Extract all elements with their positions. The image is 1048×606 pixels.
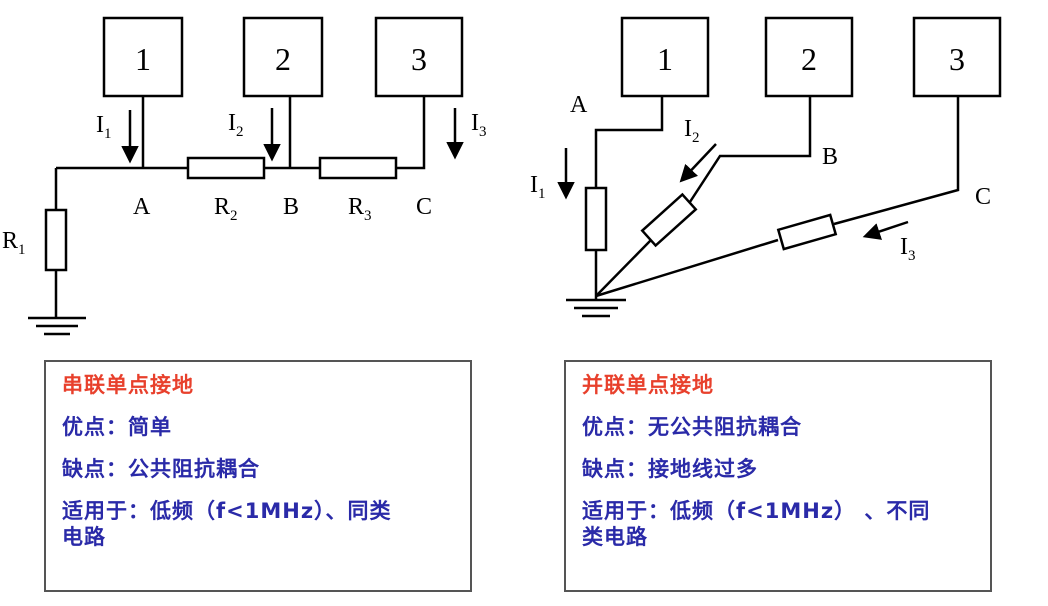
series-box-3-label: 3 <box>411 41 427 77</box>
series-box-3 <box>374 16 464 98</box>
series-box-1 <box>102 16 184 98</box>
parallel-resistor-a <box>584 186 608 252</box>
parallel-info-box: 并联单点接地 优点：无公共阻抗耦合 缺点：接地线过多 适用于：低频（f<1MHz… <box>564 360 992 592</box>
parallel-labels: 1 2 3 <box>657 41 965 77</box>
series-labels: 1 2 3 <box>135 41 427 77</box>
parallel-info-pros: 优点：无公共阻抗耦合 <box>582 415 802 439</box>
parallel-wire-b <box>595 96 812 297</box>
series-box-1-label: 1 <box>135 41 151 77</box>
parallel-node-labels: A B C <box>570 92 991 210</box>
series-current-i1: I1 <box>96 112 112 142</box>
parallel-resistor-b <box>640 192 698 248</box>
series-info-box: 串联单点接地 优点：简单 缺点：公共阻抗耦合 适用于：低频（f<1MHz）、同类… <box>44 360 472 592</box>
series-wire <box>54 96 426 318</box>
parallel-current-i2: I2 <box>684 116 700 146</box>
parallel-box-1-label: 1 <box>657 41 673 77</box>
series-circuit <box>28 16 464 336</box>
parallel-wire-c <box>595 96 960 298</box>
parallel-info-title: 并联单点接地 <box>582 373 714 397</box>
parallel-info-usage-1: 适用于：低频（f<1MHz） 、不同 <box>582 499 931 523</box>
parallel-box-2-label: 2 <box>801 41 817 77</box>
parallel-info-cons: 缺点：接地线过多 <box>582 457 758 481</box>
series-info-usage-2: 电路 <box>62 525 106 549</box>
series-node-b: B <box>283 194 299 220</box>
parallel-current-i3: I3 <box>900 234 916 264</box>
series-box-2-label: 2 <box>275 41 291 77</box>
parallel-ground-icon <box>566 296 626 318</box>
series-resistor-r1-label: R1 <box>2 228 26 258</box>
parallel-node-c: C <box>975 184 991 210</box>
series-node-a: A <box>133 194 151 220</box>
parallel-box-2 <box>764 16 854 98</box>
parallel-wire-a <box>594 96 664 296</box>
resistor-r3 <box>318 156 398 180</box>
parallel-node-a: A <box>570 92 588 118</box>
parallel-box-3 <box>912 16 1002 98</box>
resistor-r1 <box>44 208 68 272</box>
parallel-resistor-c <box>776 213 838 251</box>
series-node-labels: A B C <box>133 194 432 220</box>
series-ground-icon <box>28 316 86 336</box>
parallel-current-i1: I1 <box>530 172 546 202</box>
series-resistor-r3-label: R3 <box>348 194 372 224</box>
series-current-i3: I3 <box>471 110 487 140</box>
parallel-current-labels: I1 I2 I3 <box>530 116 916 264</box>
series-resistor-labels: R1 R2 R3 <box>2 194 372 258</box>
parallel-circuit <box>557 16 1002 318</box>
parallel-info-usage-2: 类电路 <box>582 525 648 549</box>
series-current-i2: I2 <box>228 110 244 140</box>
parallel-current-arrow-3 <box>862 220 909 240</box>
series-current-labels: I1 I2 I3 <box>96 110 487 142</box>
series-node-c: C <box>416 194 432 220</box>
series-info-usage-1: 适用于：低频（f<1MHz）、同类 <box>62 499 392 523</box>
parallel-node-b: B <box>822 144 838 170</box>
parallel-box-3-label: 3 <box>949 41 965 77</box>
series-info-cons: 缺点：公共阻抗耦合 <box>62 457 260 481</box>
series-box-2 <box>242 16 324 98</box>
series-resistor-r2-label: R2 <box>214 194 238 224</box>
series-info-pros: 优点：简单 <box>62 415 172 439</box>
parallel-box-1 <box>620 16 710 98</box>
resistor-r2 <box>186 156 266 180</box>
parallel-current-arrow-2 <box>679 143 717 183</box>
series-info-title: 串联单点接地 <box>62 373 194 397</box>
